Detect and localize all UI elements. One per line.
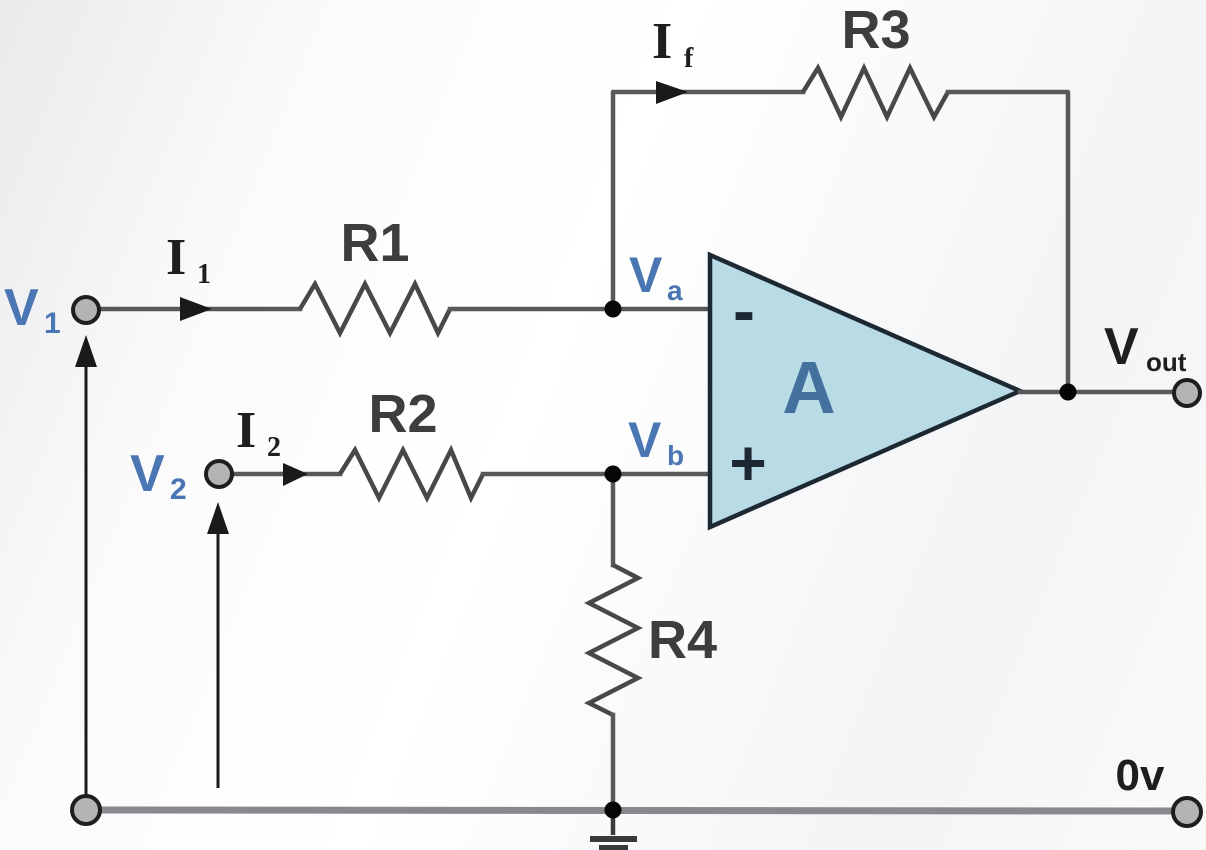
junction-output xyxy=(1059,383,1077,401)
terminal-vout xyxy=(1172,378,1202,408)
v1-reference-arrow-icon xyxy=(75,335,97,807)
i2-label: I xyxy=(236,402,256,459)
wire-va-to-r3 xyxy=(610,89,806,312)
junction-va xyxy=(604,300,622,318)
i1-label-subscript: 1 xyxy=(197,259,211,290)
r2-label: R2 xyxy=(368,384,437,444)
resistor-r2 xyxy=(338,444,486,504)
opamp-gain-label: A xyxy=(782,346,835,429)
vout-label-subscript: out xyxy=(1146,347,1187,377)
r3-label: R3 xyxy=(841,0,910,60)
wire-r3-to-output xyxy=(945,89,1071,395)
junction-ground xyxy=(604,801,622,819)
v1-label: V xyxy=(4,279,39,337)
if-label-subscript: f xyxy=(684,43,694,74)
vb-label-subscript: b xyxy=(667,440,684,471)
r1-label: R1 xyxy=(340,213,409,273)
ground-rail-label: 0v xyxy=(1116,751,1165,800)
opamp-body xyxy=(707,251,1026,531)
resistor-r3 xyxy=(801,62,950,123)
terminal-v2 xyxy=(204,459,234,489)
va-label: V xyxy=(629,247,663,303)
i2-current-arrow-icon xyxy=(283,463,308,486)
va-label-subscript: a xyxy=(667,275,683,306)
i2-label-subscript: 2 xyxy=(267,432,281,463)
inverting-input-sign: - xyxy=(733,273,755,347)
if-label: I xyxy=(652,13,672,70)
resistor-r4 xyxy=(584,563,643,718)
v2-reference-arrow-icon xyxy=(207,502,229,788)
r4-label: R4 xyxy=(648,610,717,670)
i1-label: I xyxy=(166,229,186,286)
terminal-ground-left xyxy=(70,794,102,826)
v1-label-subscript: 1 xyxy=(44,307,61,340)
vout-label: V xyxy=(1104,318,1139,376)
v2-label-subscript: 2 xyxy=(170,473,187,506)
i1-current-arrow-icon xyxy=(180,297,212,321)
terminal-v1 xyxy=(71,295,101,325)
ground-rail-wire xyxy=(93,806,1179,815)
resistor-r1 xyxy=(298,278,453,339)
v2-label: V xyxy=(130,445,165,503)
terminal-ground-right xyxy=(1171,796,1203,828)
vb-label: V xyxy=(628,412,662,468)
junction-vb xyxy=(604,465,622,483)
if-current-arrow-icon xyxy=(656,81,688,104)
noninverting-input-sign: + xyxy=(729,427,766,499)
